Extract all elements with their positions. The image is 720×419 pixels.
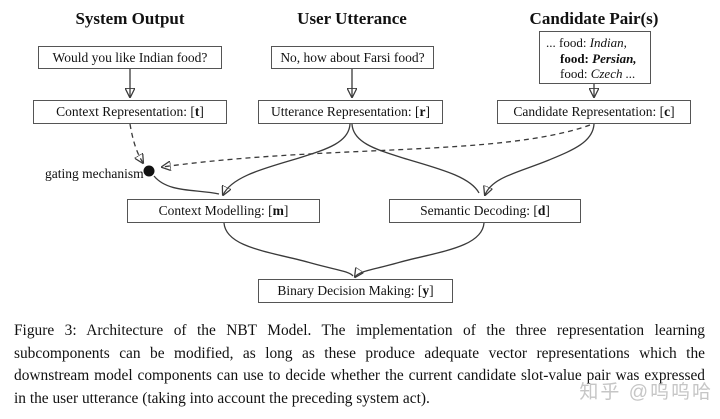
- candidate-representation-box: Candidate Representation: [c]: [497, 100, 691, 124]
- header-system-output: System Output: [75, 9, 185, 28]
- figure-caption: Figure 3: Architecture of the NBT Model.…: [14, 322, 705, 407]
- header-candidate-pairs: Candidate Pair(s): [529, 9, 659, 28]
- curve-modelling-to-decision: [223, 222, 354, 277]
- semantic-decoding-box: Semantic Decoding: [d]: [389, 199, 581, 223]
- vector-symbol: c: [664, 104, 671, 119]
- dashed-context-to-gate: [129, 123, 143, 163]
- curve-utterance-to-modelling: [223, 123, 351, 195]
- context-modelling-label: Context Modelling: [m]: [159, 203, 289, 219]
- vector-symbol: m: [272, 203, 284, 218]
- curve-utterance-to-decoding: [351, 123, 480, 194]
- header-user-utterance: User Utterance: [297, 9, 407, 28]
- candidate-pair-line: food: Persian,: [546, 51, 644, 67]
- binary-decision-label: Binary Decision Making: [y]: [277, 283, 433, 299]
- label-pre: Candidate Representation: [: [513, 104, 665, 119]
- gating-mechanism-label: gating mechanism: [45, 166, 144, 181]
- candidate-pair-line: food: Czech ...: [546, 66, 644, 82]
- label-pre: Context Modelling: [: [158, 203, 273, 218]
- candidate-pairs-box: ... food: Indian, food: Persian, food: C…: [539, 31, 651, 84]
- pair-slot: food:: [560, 50, 593, 66]
- utterance-representation-label: Utterance Representation: [r]: [271, 104, 430, 120]
- gating-dot: [143, 165, 155, 177]
- user-utterance-example-box: No, how about Farsi food?: [271, 46, 434, 69]
- system-output-example-text: Would you like Indian food?: [52, 49, 208, 65]
- label-post: ]: [199, 104, 204, 119]
- vector-symbol: y: [422, 283, 430, 298]
- dashed-candidate-to-gate: [162, 124, 591, 167]
- utterance-representation-box: Utterance Representation: [r]: [258, 100, 443, 124]
- vector-symbol: r: [419, 104, 426, 119]
- system-output-example-box: Would you like Indian food?: [38, 46, 222, 69]
- vector-symbol: d: [537, 203, 546, 218]
- curve-decoding-to-decision: [355, 222, 485, 277]
- label-pre: Utterance Representation: [: [271, 104, 420, 119]
- candidate-representation-label: Candidate Representation: [c]: [513, 104, 674, 120]
- context-representation-label: Context Representation: [t]: [56, 104, 204, 120]
- pair-slot: ... food:: [546, 35, 590, 50]
- watermark-text: 知乎 @呜呜哈: [579, 382, 713, 403]
- label-post: ]: [545, 203, 550, 218]
- label-post: ]: [283, 203, 289, 218]
- context-representation-box: Context Representation: [t]: [33, 100, 227, 124]
- label-post: ]: [429, 283, 434, 298]
- pair-value: Persian,: [592, 50, 637, 66]
- label-pre: Context Representation: [: [56, 104, 195, 119]
- pair-slot: food:: [560, 66, 591, 81]
- semantic-decoding-label: Semantic Decoding: [d]: [420, 203, 550, 219]
- user-utterance-example-text: No, how about Farsi food?: [280, 49, 425, 65]
- label-post: ]: [670, 104, 675, 119]
- label-pre: Binary Decision Making: [: [277, 283, 423, 298]
- candidate-pair-line: ... food: Indian,: [546, 35, 644, 51]
- binary-decision-box: Binary Decision Making: [y]: [258, 279, 453, 303]
- pair-value: Czech ...: [590, 66, 636, 81]
- pair-value: Indian,: [589, 35, 627, 50]
- curve-candidate-to-decoding: [485, 123, 595, 195]
- context-modelling-box: Context Modelling: [m]: [127, 199, 320, 223]
- vector-symbol: t: [194, 104, 200, 119]
- label-post: ]: [425, 104, 430, 119]
- curve-gate-to-modelling: [153, 175, 220, 195]
- label-pre: Semantic Decoding: [: [420, 203, 538, 218]
